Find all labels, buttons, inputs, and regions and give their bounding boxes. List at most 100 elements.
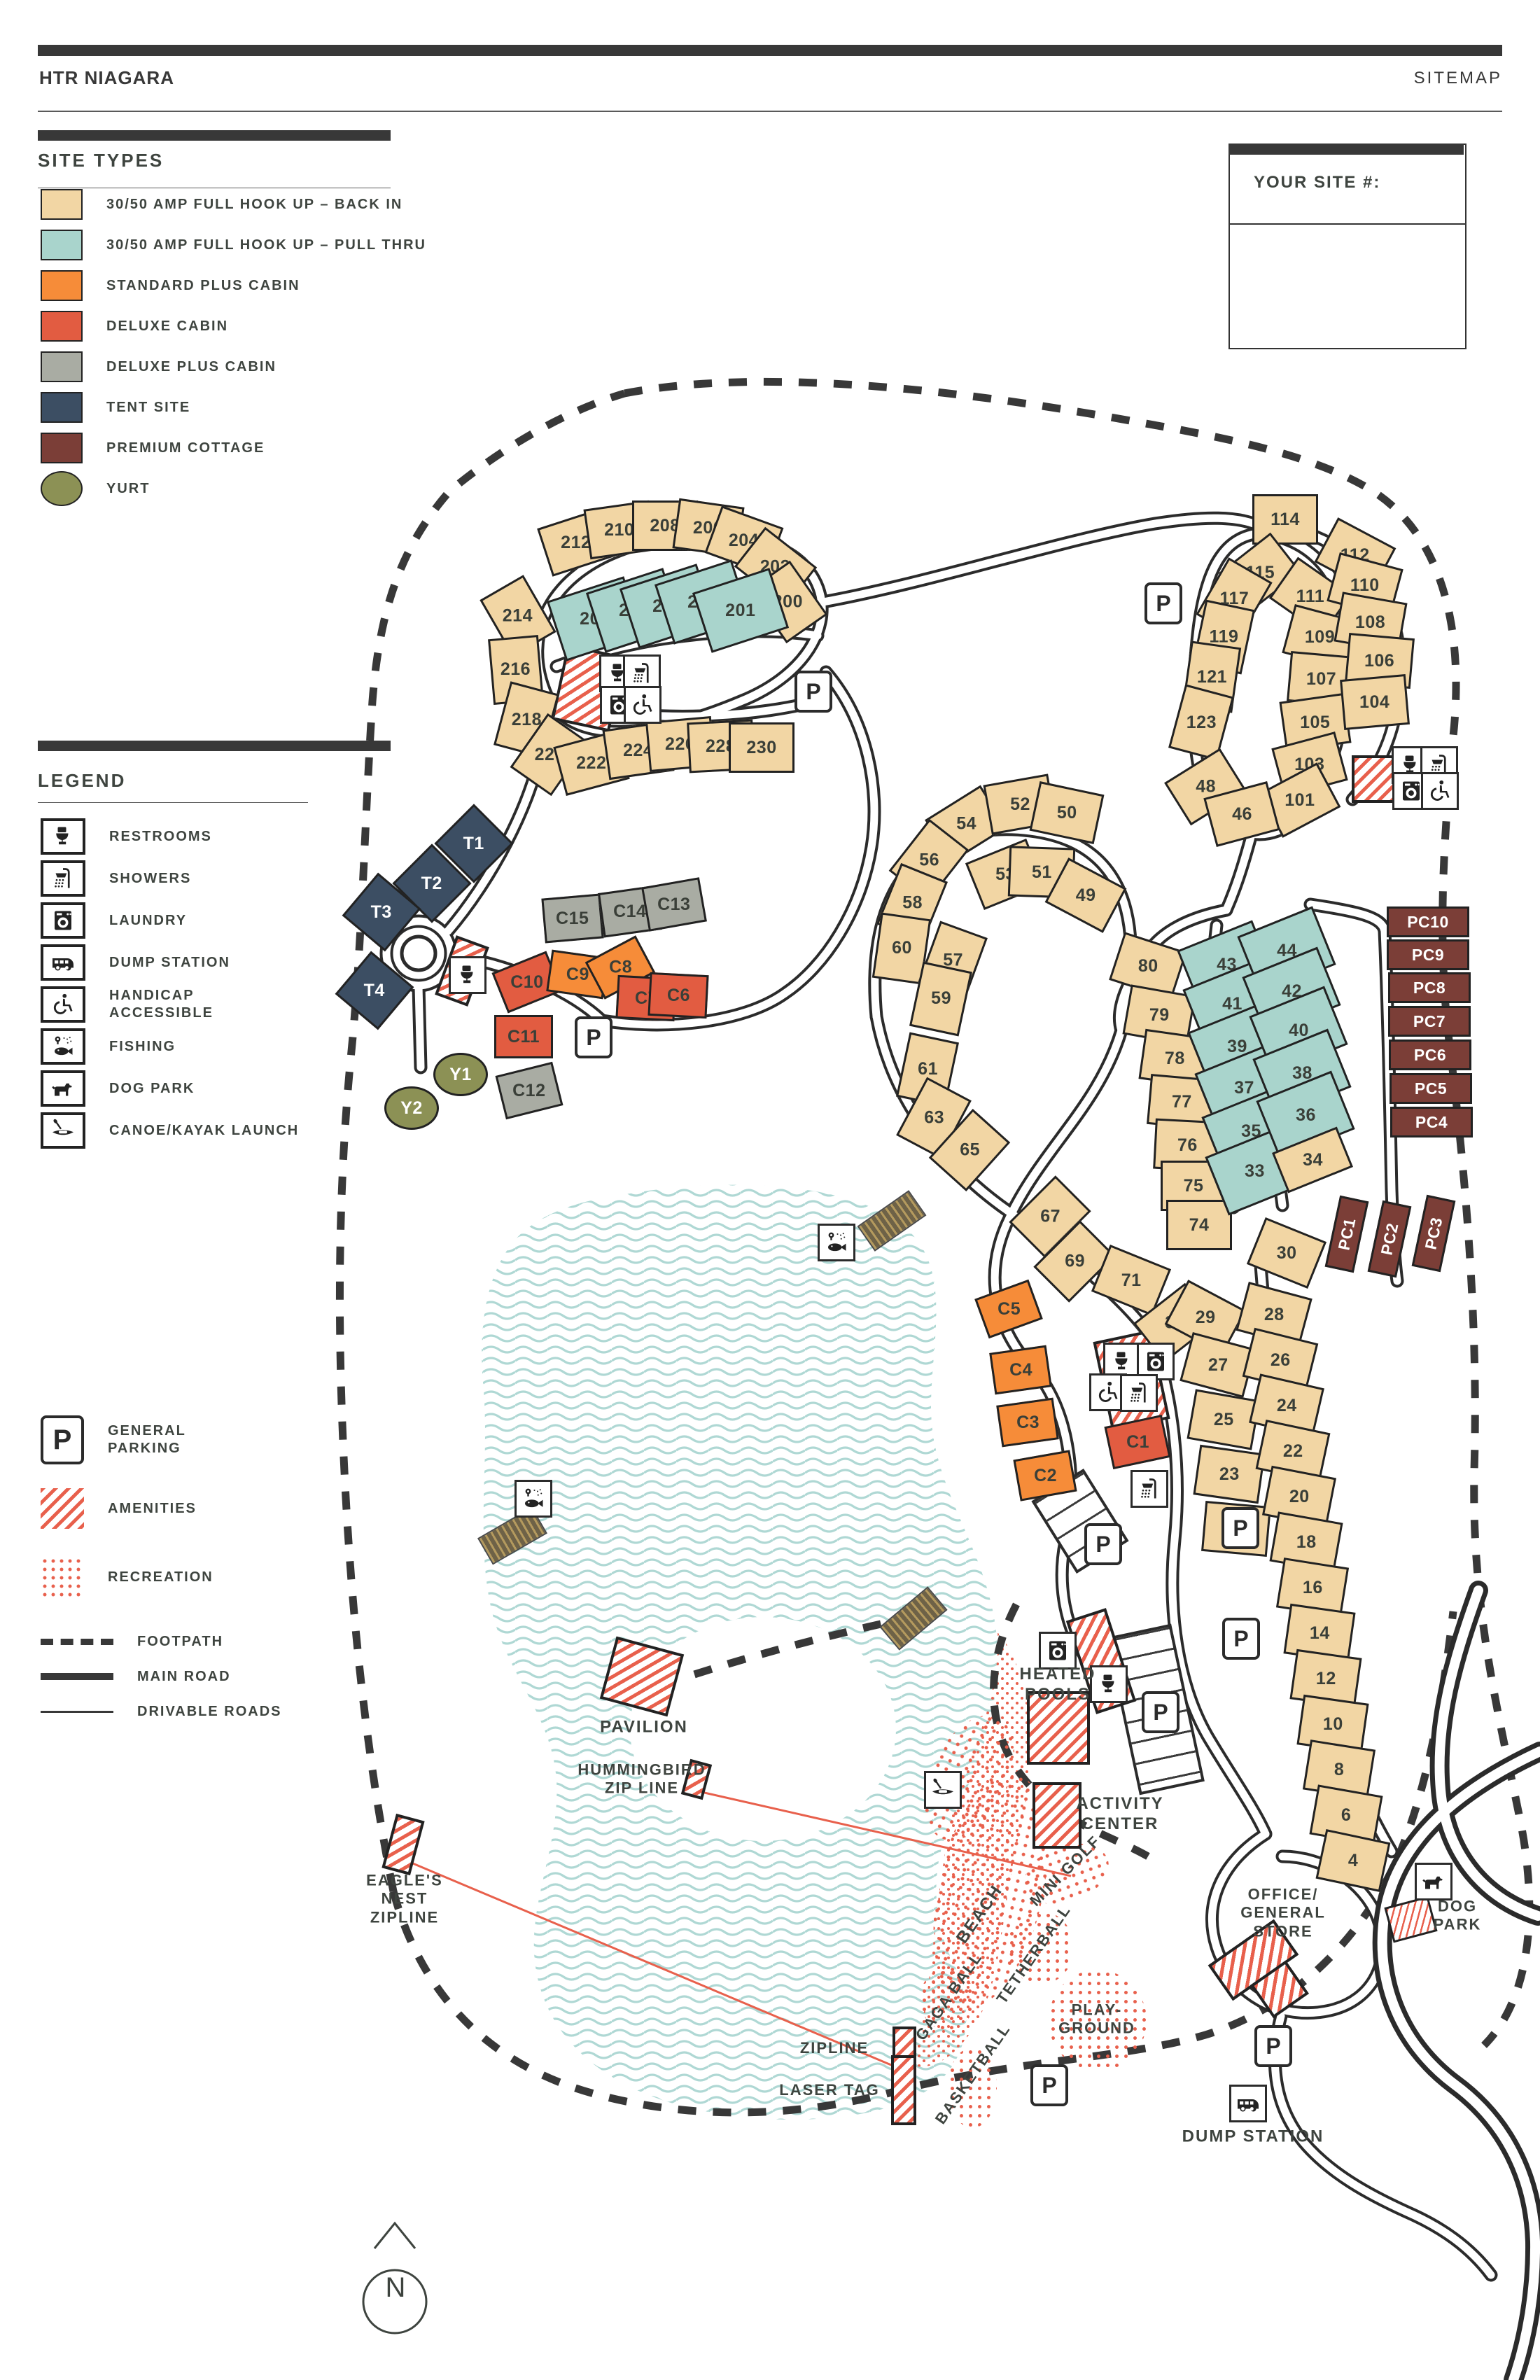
site-label: 71 xyxy=(1121,1270,1142,1290)
site-label: 101 xyxy=(1284,790,1315,810)
site-label: C3 xyxy=(1016,1412,1040,1432)
legend-bar xyxy=(38,741,391,751)
site-label: 74 xyxy=(1189,1214,1210,1235)
thick-line-sample xyxy=(41,1673,113,1680)
site-label: C6 xyxy=(666,985,690,1005)
site-PC4: PC4 xyxy=(1390,1107,1473,1138)
legend-label: DUMP STATION xyxy=(109,954,230,970)
site-PC8: PC8 xyxy=(1388,972,1471,1003)
parking-sign: P xyxy=(1222,1507,1259,1549)
site-label: 51 xyxy=(1031,862,1052,882)
main-road-center xyxy=(1377,1586,1540,2380)
map-label: HUMMINGBIRD ZIP LINE xyxy=(578,1760,706,1797)
map-label: EAGLE'S NEST ZIPLINE xyxy=(366,1871,443,1926)
site-label: 50 xyxy=(1056,802,1077,822)
shower-icon xyxy=(1130,1470,1168,1508)
site-type-swatch xyxy=(41,189,83,220)
site-230: 230 xyxy=(729,722,794,773)
site-label: C14 xyxy=(613,901,647,921)
compass-north-label: N xyxy=(385,2272,406,2303)
wheelchair-icon xyxy=(624,686,662,724)
site-label: 123 xyxy=(1186,712,1217,732)
map-label: PLAY- GROUND xyxy=(1058,2001,1135,2037)
page-title: SITEMAP xyxy=(1413,69,1502,88)
site-label: 18 xyxy=(1296,1532,1317,1552)
legend-rule xyxy=(38,802,308,803)
site-label: PC3 xyxy=(1420,1215,1446,1252)
shower-icon xyxy=(41,860,85,897)
amenity-building xyxy=(1032,1782,1082,1849)
legend-item-dog: DOG PARK xyxy=(41,1068,195,1110)
recreation-area xyxy=(1049,1969,1147,2071)
site-type-item-2: STANDARD PLUS CABIN xyxy=(41,269,300,302)
recreation-swatch xyxy=(41,1557,84,1597)
lake xyxy=(482,1184,998,2120)
legend-title: LEGEND xyxy=(38,770,127,791)
site-label: PC7 xyxy=(1413,1011,1446,1030)
site-type-item-7: YURT xyxy=(41,471,150,506)
site-label: C10 xyxy=(510,972,544,992)
map-label: PAVILION xyxy=(600,1717,688,1737)
site-C6: C6 xyxy=(648,972,709,1019)
fish-icon xyxy=(818,1224,855,1261)
site-label: PC9 xyxy=(1411,945,1445,964)
site-label: PC8 xyxy=(1413,978,1446,997)
map-label: OFFICE/ GENERAL STORE xyxy=(1240,1885,1326,1940)
legend-label: SHOWERS xyxy=(109,870,192,886)
site-type-swatch xyxy=(41,392,83,423)
site-label: 20 xyxy=(1289,1486,1310,1506)
site-label: Y1 xyxy=(449,1064,472,1084)
site-label: 80 xyxy=(1138,955,1158,976)
site-label: 114 xyxy=(1270,509,1300,529)
site-type-label: DELUXE CABIN xyxy=(106,318,229,334)
site-type-item-5: TENT SITE xyxy=(41,391,190,424)
site-label: 110 xyxy=(1350,575,1380,595)
site-label: C9 xyxy=(566,964,589,984)
site-PC9: PC9 xyxy=(1387,939,1469,970)
site-type-label: TENT SITE xyxy=(106,399,191,415)
site-label: T3 xyxy=(370,902,393,922)
site-label: PC1 xyxy=(1334,1216,1359,1252)
site-label: 121 xyxy=(1196,666,1227,687)
site-label: 79 xyxy=(1149,1004,1170,1025)
compass: N xyxy=(336,2212,455,2359)
map-label: ZIPLINE xyxy=(799,2038,869,2057)
site-label: C1 xyxy=(1126,1432,1149,1452)
site-type-swatch xyxy=(41,471,83,506)
your-site-label: YOUR SITE #: xyxy=(1254,173,1381,192)
legend-item-fish: FISHING xyxy=(41,1026,176,1068)
site-type-swatch xyxy=(41,351,83,382)
site-type-label: YURT xyxy=(106,480,150,496)
parking-sign: P xyxy=(794,671,832,713)
site-label: 78 xyxy=(1164,1048,1185,1068)
dog-icon xyxy=(1415,1863,1452,1900)
site-label: T1 xyxy=(463,833,485,853)
site-Y2: Y2 xyxy=(384,1086,439,1130)
site-label: 29 xyxy=(1195,1307,1216,1327)
site-label: 67 xyxy=(1040,1206,1060,1226)
site-C3: C3 xyxy=(996,1397,1059,1448)
site-label: C2 xyxy=(1033,1465,1057,1485)
roundabout-island xyxy=(400,934,438,972)
site-types-bar xyxy=(38,130,391,141)
site-label: 37 xyxy=(1233,1077,1254,1098)
site-label: C5 xyxy=(997,1298,1021,1319)
site-type-item-4: DELUXE PLUS CABIN xyxy=(41,350,276,384)
site-label: 210 xyxy=(604,519,635,540)
compass-graphic xyxy=(362,2221,428,2334)
top-bar xyxy=(38,45,1502,56)
legend-label: RESTROOMS xyxy=(109,828,212,844)
legend-label: FISHING xyxy=(109,1038,176,1054)
site-label: 107 xyxy=(1306,668,1337,689)
site-Y1: Y1 xyxy=(433,1053,488,1096)
site-label: PC6 xyxy=(1413,1045,1447,1064)
site-label: 230 xyxy=(746,737,777,757)
site-label: 4 xyxy=(1348,1850,1359,1870)
site-label: 48 xyxy=(1195,776,1216,797)
legend-label: DOG PARK xyxy=(109,1080,195,1096)
legend-label: DRIVABLE ROADS xyxy=(137,1703,282,1719)
site-label: 104 xyxy=(1359,692,1390,712)
site-type-item-6: PREMIUM COTTAGE xyxy=(41,431,265,465)
